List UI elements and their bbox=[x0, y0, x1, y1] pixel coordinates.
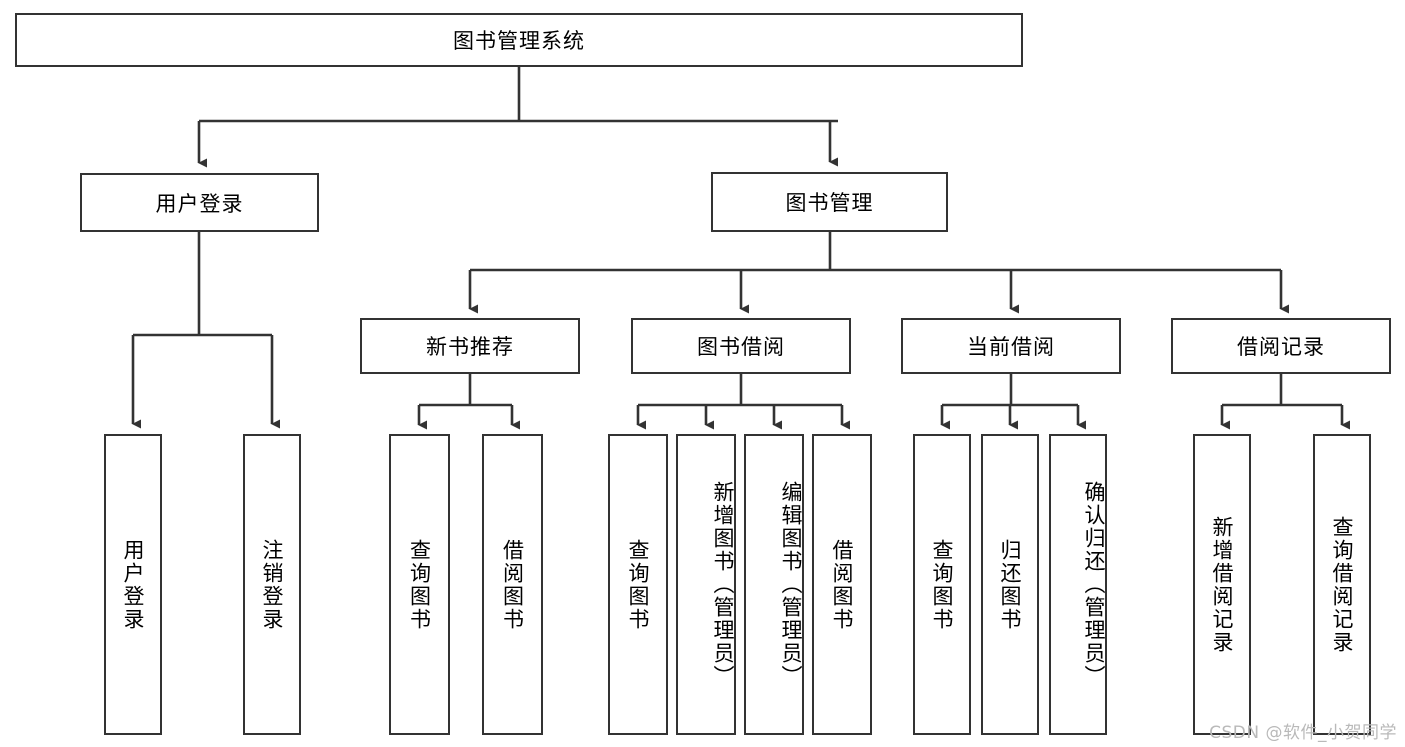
leaf-query-book-current[interactable]: 查询图书 bbox=[913, 434, 971, 735]
node-new-book-recommend-label: 新书推荐 bbox=[426, 335, 514, 359]
leaf-confirm-return-admin-label: 确认归还（管理员） bbox=[1082, 481, 1106, 688]
leaf-borrow-book-rec[interactable]: 借阅图书 bbox=[482, 434, 543, 735]
node-borrow-record[interactable]: 借阅记录 bbox=[1171, 318, 1391, 374]
node-book-management-label: 图书管理 bbox=[785, 191, 874, 215]
leaf-query-book-rec-label: 查询图书 bbox=[407, 538, 432, 631]
leaf-query-book-borrow[interactable]: 查询图书 bbox=[608, 434, 668, 735]
leaf-user-login[interactable]: 用户登录 bbox=[104, 434, 162, 735]
leaf-edit-book-admin-label: 编辑图书（管理员） bbox=[779, 481, 803, 688]
node-current-borrow[interactable]: 当前借阅 bbox=[901, 318, 1121, 374]
leaf-add-borrow-record[interactable]: 新增借阅记录 bbox=[1193, 434, 1251, 735]
leaf-return-book[interactable]: 归还图书 bbox=[981, 434, 1039, 735]
leaf-query-book-rec[interactable]: 查询图书 bbox=[389, 434, 450, 735]
leaf-borrow-book[interactable]: 借阅图书 bbox=[812, 434, 872, 735]
node-current-borrow-label: 当前借阅 bbox=[967, 335, 1055, 359]
leaf-user-login-label: 用户登录 bbox=[121, 538, 146, 631]
leaf-confirm-return-admin[interactable]: 确认归还（管理员） bbox=[1049, 434, 1107, 735]
leaf-query-book-borrow-label: 查询图书 bbox=[626, 538, 651, 631]
leaf-query-book-current-label: 查询图书 bbox=[930, 538, 955, 631]
leaf-query-borrow-record[interactable]: 查询借阅记录 bbox=[1313, 434, 1371, 735]
node-root-label: 图书管理系统 bbox=[453, 29, 585, 53]
leaf-query-borrow-record-label: 查询借阅记录 bbox=[1330, 515, 1355, 654]
node-book-borrow[interactable]: 图书借阅 bbox=[631, 318, 851, 374]
node-user-login[interactable]: 用户登录 bbox=[80, 173, 319, 232]
node-book-management[interactable]: 图书管理 bbox=[711, 172, 948, 232]
leaf-logout[interactable]: 注销登录 bbox=[243, 434, 301, 735]
leaf-add-borrow-record-label: 新增借阅记录 bbox=[1210, 515, 1235, 654]
leaf-add-book-admin-label: 新增图书（管理员） bbox=[711, 481, 735, 688]
csdn-watermark: CSDN @软件_小贺同学 bbox=[1209, 723, 1397, 743]
leaf-logout-label: 注销登录 bbox=[260, 538, 285, 631]
node-book-borrow-label: 图书借阅 bbox=[697, 335, 785, 359]
node-user-login-label: 用户登录 bbox=[155, 191, 244, 216]
node-borrow-record-label: 借阅记录 bbox=[1237, 335, 1325, 359]
leaf-borrow-book-rec-label: 借阅图书 bbox=[500, 538, 525, 631]
node-new-book-recommend[interactable]: 新书推荐 bbox=[360, 318, 580, 374]
leaf-add-book-admin[interactable]: 新增图书（管理员） bbox=[676, 434, 736, 735]
leaf-borrow-book-label: 借阅图书 bbox=[830, 538, 855, 631]
leaf-return-book-label: 归还图书 bbox=[998, 538, 1023, 631]
node-root[interactable]: 图书管理系统 bbox=[15, 13, 1023, 67]
leaf-edit-book-admin[interactable]: 编辑图书（管理员） bbox=[744, 434, 804, 735]
